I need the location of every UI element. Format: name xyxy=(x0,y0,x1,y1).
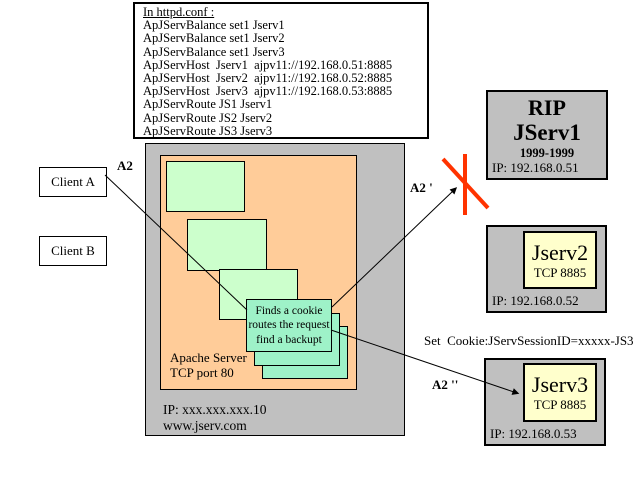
request-a2-label: A2 xyxy=(117,158,133,173)
cookie-note-line-3: find a backupt xyxy=(256,333,322,346)
apache-host-address: IP: xxx.xxx.xxx.10 www.jserv.com xyxy=(163,402,267,433)
conf-line-route-2: ApJServRoute JS2 Jserv2 xyxy=(143,110,273,125)
cookie-note-line-1: Finds a cookie xyxy=(255,304,323,317)
dead-server-cross-icon xyxy=(441,154,490,215)
cookie-note-box: Finds a cookie routes the request find a… xyxy=(246,299,332,352)
jserv2-box: Jserv2 TCP 8885 IP: 192.168.0.52 xyxy=(486,225,607,313)
jserv1-name: JServ1 xyxy=(513,120,581,145)
apache-host-domain: www.jserv.com xyxy=(163,417,247,433)
cookie-note-line-2: routes the request xyxy=(248,319,330,332)
conf-line-balance-1: ApJServBalance set1 Jserv1 xyxy=(143,18,285,33)
client-a-box: Client A xyxy=(39,167,107,197)
conf-line-host-2: ApJServHost Jserv2 ajpv11://192.168.0.52… xyxy=(143,71,393,86)
request-a2-doubleprime-label: A2 '' xyxy=(432,377,459,392)
apache-host-ip: IP: xxx.xxx.xxx.10 xyxy=(163,402,267,417)
apache-server-name: Apache Server xyxy=(170,350,247,365)
conf-line-balance-3: ApJServBalance set1 Jserv3 xyxy=(143,44,285,59)
client-b-box: Client B xyxy=(39,236,107,266)
jserv3-box: Jserv3 TCP 8885 IP: 192.168.0.53 xyxy=(484,358,606,446)
jserv1-years: 1999-1999 xyxy=(519,146,575,160)
httpd-conf-title: In httpd.conf : xyxy=(143,5,215,19)
apache-server-port: TCP port 80 xyxy=(170,365,234,380)
conf-line-route-3: ApJServRoute JS3 Jserv3 xyxy=(143,123,273,138)
conf-line-route-1: ApJServRoute JS1 Jserv1 xyxy=(143,97,273,112)
jserv3-name: Jserv3 xyxy=(531,372,589,397)
set-cookie-label: Set Cookie:JServSessionID=xxxxx-JS3 xyxy=(424,333,634,348)
conf-line-host-3: ApJServHost Jserv3 ajpv11://192.168.0.53… xyxy=(143,84,393,99)
conf-line-host-1: ApJServHost Jserv1 ajpv11://192.168.0.51… xyxy=(143,57,393,72)
worker-box-2 xyxy=(187,219,267,271)
jserv2-port: TCP 8885 xyxy=(533,264,587,280)
jserv1-rip-label: RIP xyxy=(528,95,566,120)
jserv2-name: Jserv2 xyxy=(531,239,589,265)
request-a2-prime-label: A2 ' xyxy=(410,180,433,195)
conf-line-balance-2: ApJServBalance set1 Jserv2 xyxy=(143,31,285,46)
jserv3-port: TCP 8885 xyxy=(533,397,587,412)
jserv2-process-box: Jserv2 TCP 8885 xyxy=(523,231,597,289)
jserv1-ip: IP: 192.168.0.51 xyxy=(492,160,579,175)
jserv1-box: RIP JServ1 1999-1999 IP: 192.168.0.51 xyxy=(486,90,608,180)
jserv3-process-box: Jserv3 TCP 8885 xyxy=(523,363,597,422)
worker-box-1 xyxy=(166,161,245,212)
jserv2-ip: IP: 192.168.0.52 xyxy=(492,293,579,308)
apache-server-label: Apache Server TCP port 80 xyxy=(170,350,247,380)
httpd-conf-box: In httpd.conf : ApJServBalance set1 Jser… xyxy=(133,2,429,139)
jserv3-ip: IP: 192.168.0.53 xyxy=(490,426,577,441)
